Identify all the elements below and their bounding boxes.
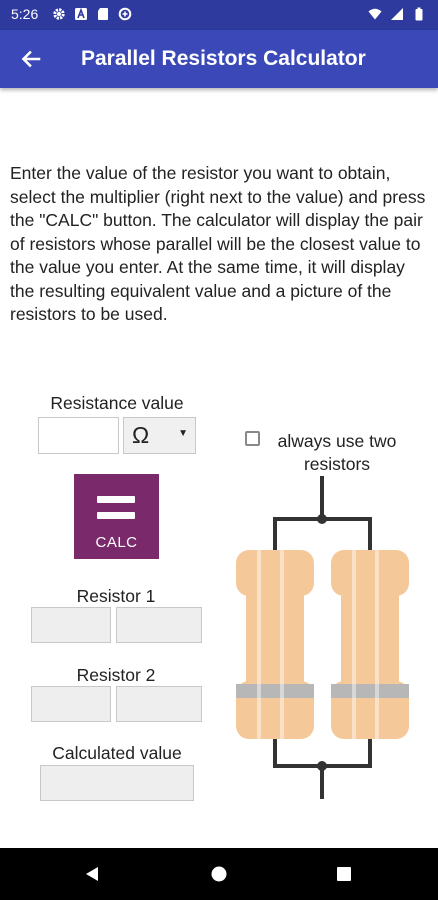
equals-icon-top-bar bbox=[97, 496, 135, 503]
resistance-value-label: Resistance value bbox=[50, 393, 184, 413]
parallel-resistors-diagram bbox=[236, 476, 409, 799]
nav-home-button[interactable] bbox=[189, 848, 249, 900]
status-bar: 5:26 bbox=[0, 0, 438, 30]
resistance-value-input[interactable] bbox=[38, 417, 119, 454]
multiplier-select[interactable]: Ω ▼ bbox=[123, 417, 196, 454]
status-icons-right bbox=[368, 7, 426, 21]
resistor-1-label: Resistor 1 bbox=[76, 586, 156, 606]
always-use-two-resistors-checkbox[interactable] bbox=[245, 431, 260, 446]
gear-icon bbox=[53, 8, 65, 20]
wifi-icon bbox=[368, 8, 382, 20]
instructions-text: Enter the value of the resistor you want… bbox=[10, 163, 426, 324]
resistor-2-multiplier-field bbox=[116, 686, 202, 722]
equals-icon-bottom-bar bbox=[97, 512, 135, 519]
nav-back-button[interactable] bbox=[62, 848, 122, 900]
nav-recents-button[interactable] bbox=[314, 848, 374, 900]
resistor-1-value-field bbox=[31, 607, 111, 643]
status-icons-left bbox=[52, 7, 132, 21]
app-bar: Parallel Resistors Calculator bbox=[0, 30, 438, 88]
data-saver-icon bbox=[118, 7, 132, 21]
app-title: Parallel Resistors Calculator bbox=[81, 47, 366, 70]
navigation-bar bbox=[0, 848, 438, 900]
calculated-value-label: Calculated value bbox=[52, 743, 182, 763]
sd-card-icon bbox=[98, 8, 108, 20]
back-triangle-icon bbox=[86, 867, 98, 881]
status-time: 5:26 bbox=[11, 6, 39, 22]
bottom-junction-dot bbox=[317, 761, 327, 771]
battery-icon bbox=[415, 7, 423, 21]
arrow-back-icon bbox=[21, 50, 41, 68]
recents-square-icon bbox=[337, 867, 351, 881]
always-use-two-resistors-label: always use two resistors bbox=[277, 431, 397, 474]
calc-button-label: CALC bbox=[95, 534, 138, 551]
calculated-value-field bbox=[40, 765, 194, 801]
multiplier-selected-value: Ω bbox=[132, 422, 150, 448]
resistor-1-multiplier-field bbox=[116, 607, 202, 643]
back-button[interactable] bbox=[16, 44, 46, 74]
resistor-1-image bbox=[236, 550, 314, 739]
resistor-2-label: Resistor 2 bbox=[76, 665, 156, 685]
dropdown-arrow-icon: ▼ bbox=[178, 428, 188, 439]
a-badge-icon bbox=[75, 7, 87, 20]
resistor-2-value-field bbox=[31, 686, 111, 722]
signal-icon bbox=[391, 8, 403, 20]
home-circle-icon bbox=[211, 866, 227, 882]
resistor-2-image bbox=[331, 550, 409, 739]
calc-button[interactable]: CALC bbox=[74, 474, 159, 559]
top-junction-dot bbox=[317, 514, 327, 524]
